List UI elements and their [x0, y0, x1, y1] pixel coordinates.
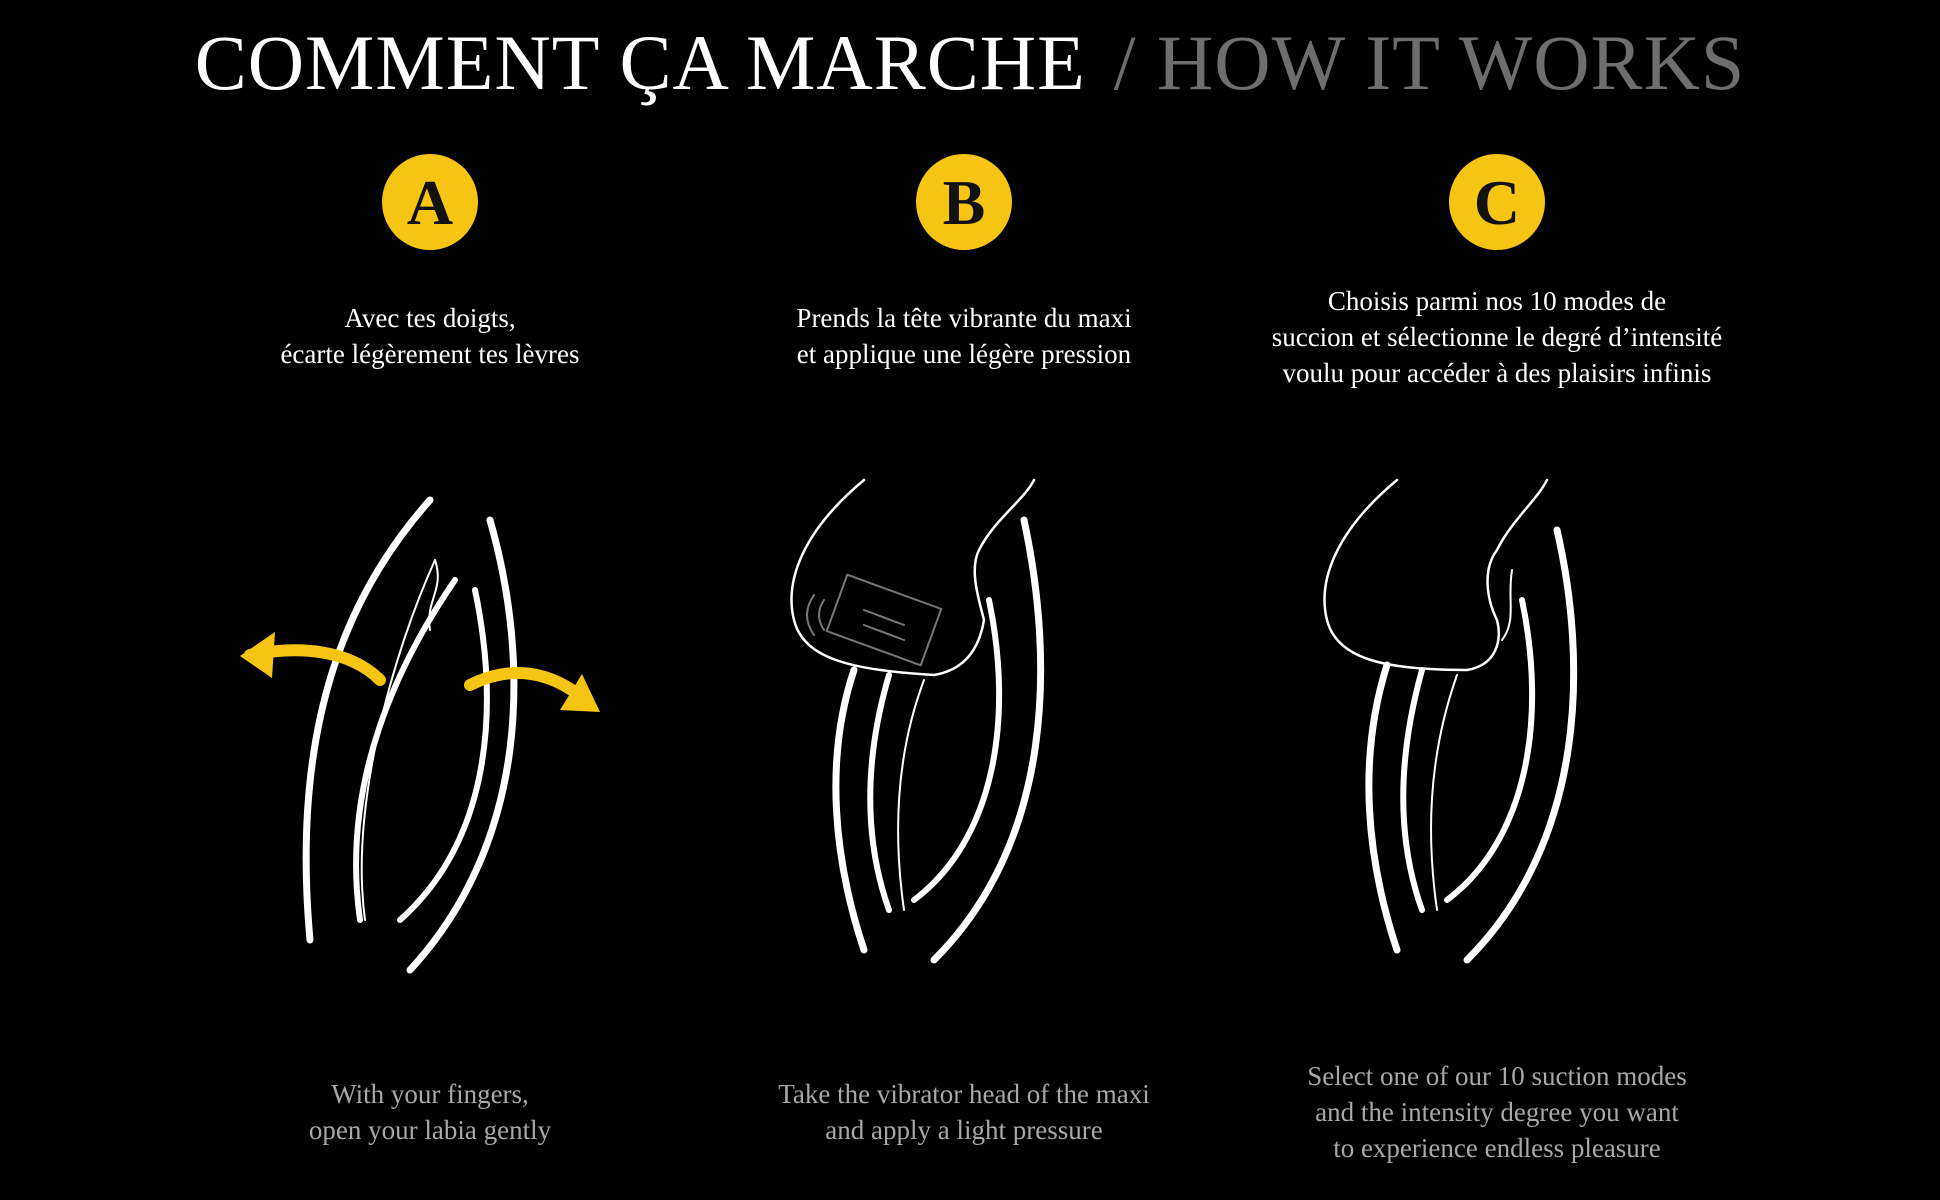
- text-line: voulu pour accéder à des plaisirs infini…: [1282, 358, 1712, 388]
- title-french: COMMENT ÇA MARCHE: [194, 19, 1086, 106]
- text-line: Choisis parmi nos 10 modes de: [1327, 286, 1667, 316]
- step-a: A Avec tes doigts, écarte légèrement tes…: [120, 0, 740, 1200]
- vibrator-head-applied-icon: [790, 478, 1045, 964]
- step-a-french-text: Avec tes doigts, écarte légèrement tes l…: [120, 300, 740, 372]
- text-line: Avec tes doigts,: [344, 303, 516, 333]
- title-english: / HOW IT WORKS: [1113, 19, 1746, 106]
- text-line: Prends la tête vibrante du maxi: [796, 303, 1132, 333]
- text-line: Select one of our 10 suction modes: [1307, 1061, 1687, 1091]
- step-badge-c: C: [1449, 154, 1545, 250]
- text-line: and apply a light pressure: [825, 1115, 1103, 1145]
- step-badge-a: A: [382, 154, 478, 250]
- text-line: et applique une légère pression: [796, 339, 1132, 369]
- suction-modes-icon: [1323, 478, 1578, 964]
- step-b-french-text: Prends la tête vibrante du maxi et appli…: [654, 300, 1274, 372]
- step-c-french-text: Choisis parmi nos 10 modes de succion et…: [1187, 283, 1807, 391]
- step-c-english-text: Select one of our 10 suction modes and t…: [1187, 1058, 1807, 1166]
- page-title: COMMENT ÇA MARCHE / HOW IT WORKS: [0, 18, 1940, 108]
- step-b-english-text: Take the vibrator head of the maxi and a…: [654, 1076, 1274, 1148]
- text-line: open your labia gently: [308, 1115, 552, 1145]
- text-line: succion et sélectionne le degré d’intens…: [1271, 322, 1723, 352]
- step-b: B Prends la tête vibrante du maxi et app…: [654, 0, 1274, 1200]
- text-line: écarte légèrement tes lèvres: [280, 339, 580, 369]
- text-line: Take the vibrator head of the maxi: [778, 1079, 1150, 1109]
- step-c: C Choisis parmi nos 10 modes de succion …: [1187, 0, 1807, 1200]
- step-a-english-text: With your fingers, open your labia gentl…: [120, 1076, 740, 1148]
- text-line: to experience endless pleasure: [1333, 1133, 1661, 1163]
- text-line: and the intensity degree you want: [1315, 1097, 1679, 1127]
- text-line: With your fingers,: [331, 1079, 529, 1109]
- step-badge-b: B: [916, 154, 1012, 250]
- labia-spread-arrows-icon: [240, 496, 600, 974]
